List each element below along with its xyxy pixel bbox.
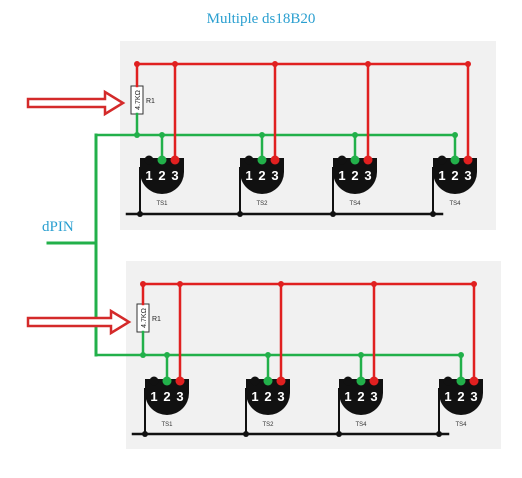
sensor-pin-label: 3 bbox=[171, 168, 178, 183]
sensor-pin-label: 3 bbox=[370, 389, 377, 404]
data-junction bbox=[452, 132, 458, 138]
sensor-pin-label: 2 bbox=[264, 389, 271, 404]
data-junction bbox=[358, 352, 364, 358]
sensor-label: TS1 bbox=[161, 422, 173, 428]
ground-junction bbox=[142, 431, 148, 437]
data-junction bbox=[259, 132, 265, 138]
sensor-body bbox=[240, 158, 284, 194]
sensor-pin-label: 2 bbox=[351, 168, 358, 183]
sensor-pin-label: 3 bbox=[176, 389, 183, 404]
sensor-body bbox=[439, 379, 483, 415]
sensor-pin-label: 2 bbox=[457, 389, 464, 404]
sensor-label: TS2 bbox=[256, 201, 268, 207]
ground-junction bbox=[430, 211, 436, 217]
data-junction bbox=[458, 352, 464, 358]
sensor-pin-label: 3 bbox=[277, 389, 284, 404]
sensor-body bbox=[145, 379, 189, 415]
data-junction bbox=[159, 132, 165, 138]
resistor-name: R1 bbox=[146, 98, 155, 105]
sensor-pin-label: 1 bbox=[251, 389, 258, 404]
sensor-pin-label: 1 bbox=[344, 389, 351, 404]
sensor-body bbox=[433, 158, 477, 194]
sensor-pin-label: 3 bbox=[271, 168, 278, 183]
ground-junction bbox=[243, 431, 249, 437]
vcc-junction bbox=[278, 281, 284, 287]
resistor-value: 4.7KΩ bbox=[141, 308, 148, 328]
pointer-arrow bbox=[26, 89, 126, 117]
sensor-pin-1 bbox=[437, 155, 447, 165]
resistor-value: 4.7KΩ bbox=[135, 90, 142, 110]
vcc-junction bbox=[371, 281, 377, 287]
sensor-body bbox=[246, 379, 290, 415]
sensor-body bbox=[140, 158, 184, 194]
data-junction bbox=[134, 132, 140, 138]
data-junction bbox=[140, 352, 146, 358]
pointer-arrow bbox=[26, 308, 132, 336]
resistor-name: R1 bbox=[152, 316, 161, 323]
sensor-label: TS1 bbox=[156, 201, 168, 207]
dpin-label: dPIN bbox=[42, 219, 74, 235]
vcc-junction bbox=[365, 61, 371, 67]
sensor-label: TS4 bbox=[449, 201, 461, 207]
vcc-junction bbox=[471, 281, 477, 287]
sensor-pin-label: 1 bbox=[150, 389, 157, 404]
sensor-pin-1 bbox=[343, 376, 353, 386]
sensor-pin-label: 1 bbox=[438, 168, 445, 183]
sensor-pin-label: 1 bbox=[444, 389, 451, 404]
ground-junction bbox=[436, 431, 442, 437]
sensor-pin-1 bbox=[149, 376, 159, 386]
sensor-pin-1 bbox=[144, 155, 154, 165]
ground-junction bbox=[237, 211, 243, 217]
sensor-body bbox=[339, 379, 383, 415]
ground-junction bbox=[137, 211, 143, 217]
sensor-pin-label: 3 bbox=[364, 168, 371, 183]
vcc-junction bbox=[172, 61, 178, 67]
sensor-pin-label: 1 bbox=[245, 168, 252, 183]
sensor-pin-1 bbox=[337, 155, 347, 165]
sensor-pin-1 bbox=[244, 155, 254, 165]
vcc-junction bbox=[465, 61, 471, 67]
data-junction bbox=[164, 352, 170, 358]
sensor-body bbox=[333, 158, 377, 194]
sensor-label: TS4 bbox=[349, 201, 361, 207]
sensor-label: TS2 bbox=[262, 422, 274, 428]
sensor-pin-1 bbox=[250, 376, 260, 386]
sensor-pin-1 bbox=[443, 376, 453, 386]
data-junction bbox=[265, 352, 271, 358]
diagram-title: Multiple ds18B20 bbox=[206, 11, 316, 27]
sensor-pin-label: 1 bbox=[145, 168, 152, 183]
sensor-label: TS4 bbox=[455, 422, 467, 428]
sensor-pin-label: 2 bbox=[158, 168, 165, 183]
ground-junction bbox=[336, 431, 342, 437]
ground-junction bbox=[330, 211, 336, 217]
vcc-junction bbox=[177, 281, 183, 287]
sensor-pin-label: 3 bbox=[464, 168, 471, 183]
sensor-pin-label: 1 bbox=[338, 168, 345, 183]
sensor-pin-label: 3 bbox=[470, 389, 477, 404]
sensor-pin-label: 2 bbox=[451, 168, 458, 183]
vcc-junction bbox=[272, 61, 278, 67]
sensor-label: TS4 bbox=[355, 422, 367, 428]
sensor-pin-label: 2 bbox=[357, 389, 364, 404]
sensor-pin-label: 2 bbox=[163, 389, 170, 404]
sensor-pin-label: 2 bbox=[258, 168, 265, 183]
data-junction bbox=[352, 132, 358, 138]
